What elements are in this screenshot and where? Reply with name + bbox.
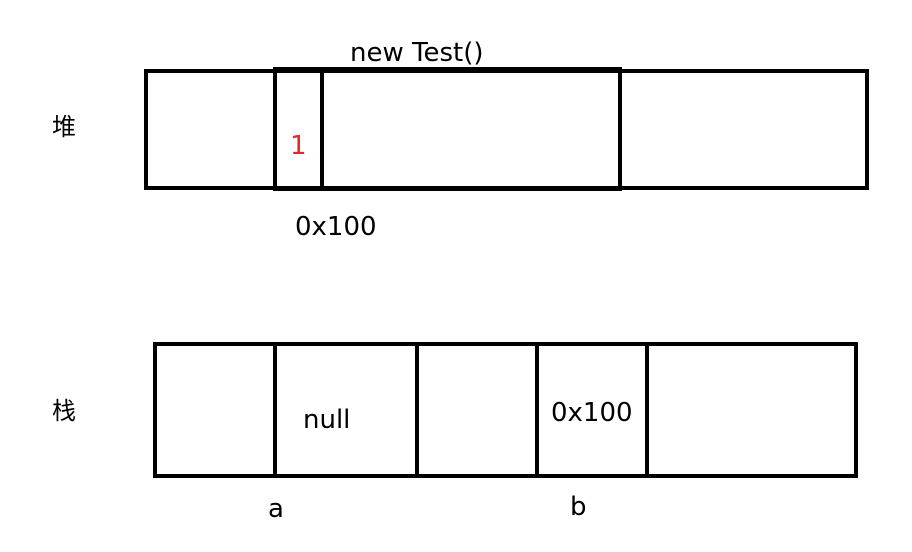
stack-var-a-name: a [268,494,284,524]
stack-slot-a [273,342,419,478]
heap-object-address: 0x100 [295,212,377,242]
stack-slot-b-value: 0x100 [551,398,633,428]
heap-field-value: 1 [290,131,307,161]
heap-label: 堆 [52,113,76,141]
stack-slot-a-value: null [303,405,350,435]
heap-field-box [273,69,324,190]
stack-var-b-name: b [570,492,587,522]
stack-section: 栈 null 0x100 a b [52,342,858,524]
heap-object-label: new Test() [350,38,484,68]
heap-object-box [273,67,622,191]
stack-slot-b [535,342,649,478]
heap-region [144,69,869,190]
stack-label: 栈 [52,397,76,425]
heap-section: 堆 new Test() 1 0x100 [52,38,869,242]
stack-region [153,342,858,478]
